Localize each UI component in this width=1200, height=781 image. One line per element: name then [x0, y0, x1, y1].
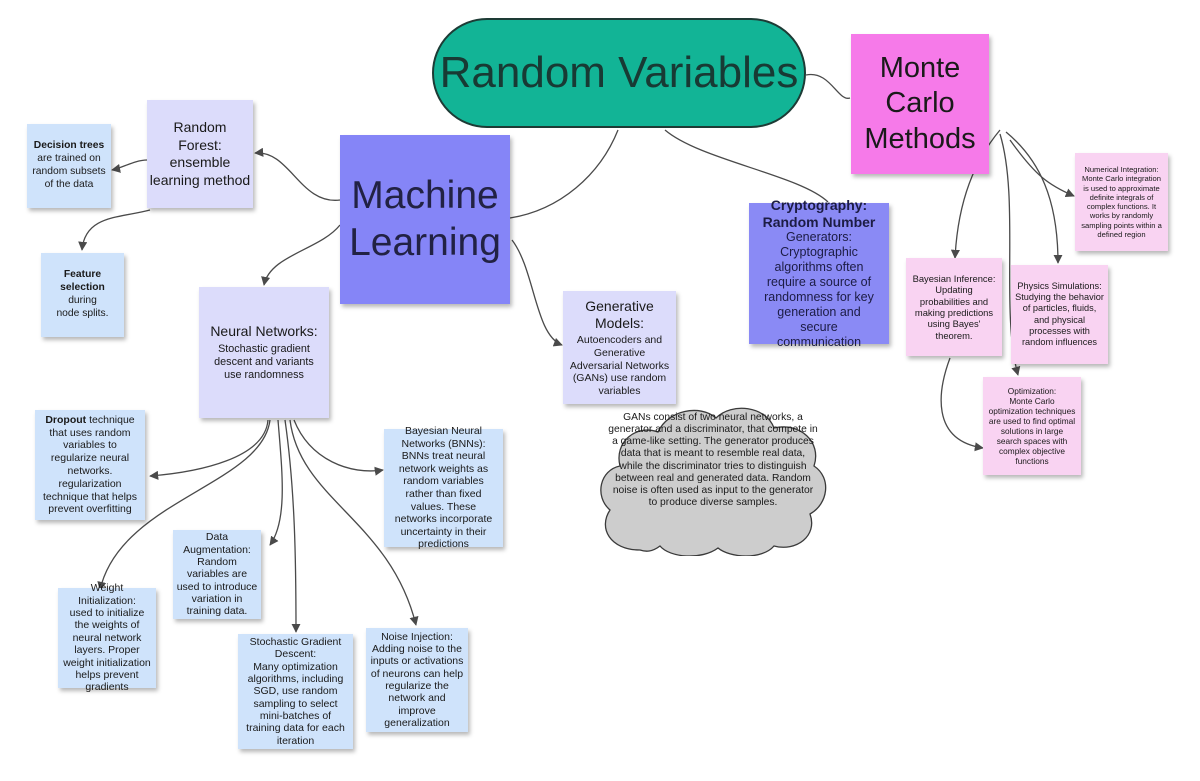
physics-simulations-title: Physics Simulations:: [1017, 280, 1102, 291]
physics-simulations-note[interactable]: Physics Simulations: Studying the behavi…: [1011, 265, 1108, 364]
bnn-title: Bayesian Neural Networks (BNNs):: [401, 425, 486, 450]
weight-init-title: Weight Initialization:: [78, 582, 136, 607]
noise-injection-text: Adding noise to the inputs or activation…: [370, 642, 464, 730]
connector-central-mc: [805, 73, 851, 99]
random-forest-title-line2: Forest: [178, 136, 218, 153]
cryptography-bold-title: Cryptography: Random Number: [762, 196, 876, 230]
monte-carlo-line2: Carlo: [885, 87, 955, 120]
decision-trees-bold: Decision trees: [33, 140, 105, 152]
bayesian-inference-note[interactable]: Bayesian Inference: Updating probabiliti…: [906, 258, 1002, 356]
feature-selection-content: Feature selection during node splits.: [45, 269, 120, 320]
random-forest-title-row: Forest:: [178, 137, 222, 155]
dropout-content: Dropout technique that uses random varia…: [43, 414, 137, 516]
neural-networks-title-row: Neural Networks:: [210, 323, 317, 339]
gans-cloud-shape: [600, 407, 827, 556]
feature-selection-text-line3: node splits.: [56, 307, 109, 319]
monte-carlo-methods-note[interactable]: Monte Carlo Methods: [851, 34, 989, 174]
feature-selection-text-after: during: [68, 295, 97, 306]
sgd-text: Many optimization algorithms, including …: [246, 660, 345, 747]
bayesian-neural-networks-note[interactable]: Bayesian Neural Networks (BNNs): BNNs tr…: [384, 425, 503, 550]
neural-networks-text: Stochastic gradient descent and variants…: [214, 342, 314, 382]
bayesian-inference-title: Bayesian Inference:: [912, 272, 996, 284]
numerical-integration-text: Monte Carlo integration is used to appro…: [1081, 174, 1162, 239]
connector-bayes-optimization: [940, 357, 984, 452]
connector-nn-bnn: [293, 419, 384, 476]
weight-init-text: used to initialize the weights of neural…: [63, 607, 151, 694]
monte-carlo-line1: Monte: [879, 51, 961, 84]
noise-injection-note[interactable]: Noise Injection: Adding noise to the inp…: [366, 628, 468, 732]
connector-mc-numint: [1009, 139, 1075, 197]
numerical-integration-title: Numerical Integration:: [1084, 165, 1159, 174]
generative-models-note[interactable]: Generative Models: Autoencoders and Gene…: [563, 291, 676, 404]
feature-selection-bold-line1: Feature: [63, 269, 102, 281]
optimization-note[interactable]: Optimization: Monte Carlo optimization t…: [983, 377, 1081, 475]
connector-rf-fs: [78, 209, 151, 251]
generative-models-text: Autoencoders and Generative Adversarial …: [569, 334, 670, 397]
cryptography-note[interactable]: Cryptography: Random Number Generators: …: [749, 197, 889, 349]
monte-carlo-line3: Methods: [864, 122, 976, 155]
generative-models-title: Generative Models:: [585, 297, 654, 331]
connector-ml-rf: [254, 147, 341, 201]
connector-nn-sgd: [284, 419, 301, 633]
dropout-note[interactable]: Dropout technique that uses random varia…: [35, 410, 145, 520]
optimization-text: Monte Carlo optimization techniques are …: [988, 395, 1076, 467]
machine-learning-title-line1: Machine: [351, 173, 499, 217]
connector-central-ml: [509, 129, 619, 219]
connector-nn-data-aug: [269, 419, 283, 546]
connector-mc-bayes: [950, 129, 1001, 259]
data-augmentation-note[interactable]: Data Augmentation: Random variables are …: [173, 530, 261, 619]
noise-injection-title: Noise Injection:: [381, 630, 453, 643]
central-topic-title: Random Variables: [439, 48, 799, 97]
connector-ml-gen: [511, 239, 563, 347]
neural-networks-title: Neural Networks: [210, 322, 314, 339]
physics-simulations-text: Studying the behavior of particles, flui…: [1015, 292, 1104, 347]
stochastic-gradient-descent-note[interactable]: Stochastic Gradient Descent: Many optimi…: [238, 634, 353, 749]
numerical-integration-note[interactable]: Numerical Integration: Monte Carlo integ…: [1075, 153, 1168, 251]
gans-cloud-text: GANs consist of two neural networks, a g…: [608, 412, 818, 508]
connector-nn-weight: [97, 419, 271, 591]
machine-learning-title-line2: Learning: [349, 220, 501, 264]
random-forest-colon: :: [217, 136, 222, 153]
random-forest-note[interactable]: Random Forest: ensemble learning method: [147, 100, 253, 208]
central-topic-random-variables[interactable]: Random Variables: [432, 18, 806, 128]
connector-ml-nn: [261, 224, 341, 286]
connector-mc-physics: [1005, 131, 1063, 264]
sgd-title: Stochastic Gradient Descent:: [249, 635, 342, 661]
feature-selection-note[interactable]: Feature selection during node splits.: [41, 253, 124, 337]
feature-selection-bold-line2: selection: [60, 282, 105, 294]
connector-rf-dt: [111, 159, 148, 173]
weight-initialization-note[interactable]: Weight Initialization: used to initializ…: [58, 582, 156, 693]
connector-nn-noise: [289, 419, 419, 626]
dropout-text: technique that uses random variables to …: [43, 413, 137, 516]
data-augmentation-title: Data Augmentation:: [183, 531, 251, 556]
random-forest-line4: learning method: [149, 171, 251, 188]
neural-networks-colon: :: [313, 322, 318, 339]
bayesian-inference-text: Updating probabilities and making predic…: [914, 284, 994, 341]
random-forest-line3: ensemble: [169, 154, 231, 170]
connector-nn-dropout: [149, 419, 269, 480]
data-augmentation-text: Random variables are used to introduce v…: [176, 555, 258, 618]
cryptography-text: Generators: Cryptographic algorithms oft…: [764, 230, 874, 350]
optimization-title: Optimization:: [1007, 385, 1057, 396]
decision-trees-text: are trained on random subsets of the dat…: [32, 153, 106, 190]
neural-networks-note[interactable]: Neural Networks: Stochastic gradient des…: [199, 287, 329, 418]
random-forest-title-line1: Random: [173, 119, 227, 135]
connector-central-crypto: [664, 129, 829, 203]
bnn-text: BNNs treat neural network weights as ran…: [394, 450, 493, 551]
machine-learning-note[interactable]: Machine Learning: [340, 135, 510, 304]
dropout-bold: Dropout: [45, 413, 87, 426]
